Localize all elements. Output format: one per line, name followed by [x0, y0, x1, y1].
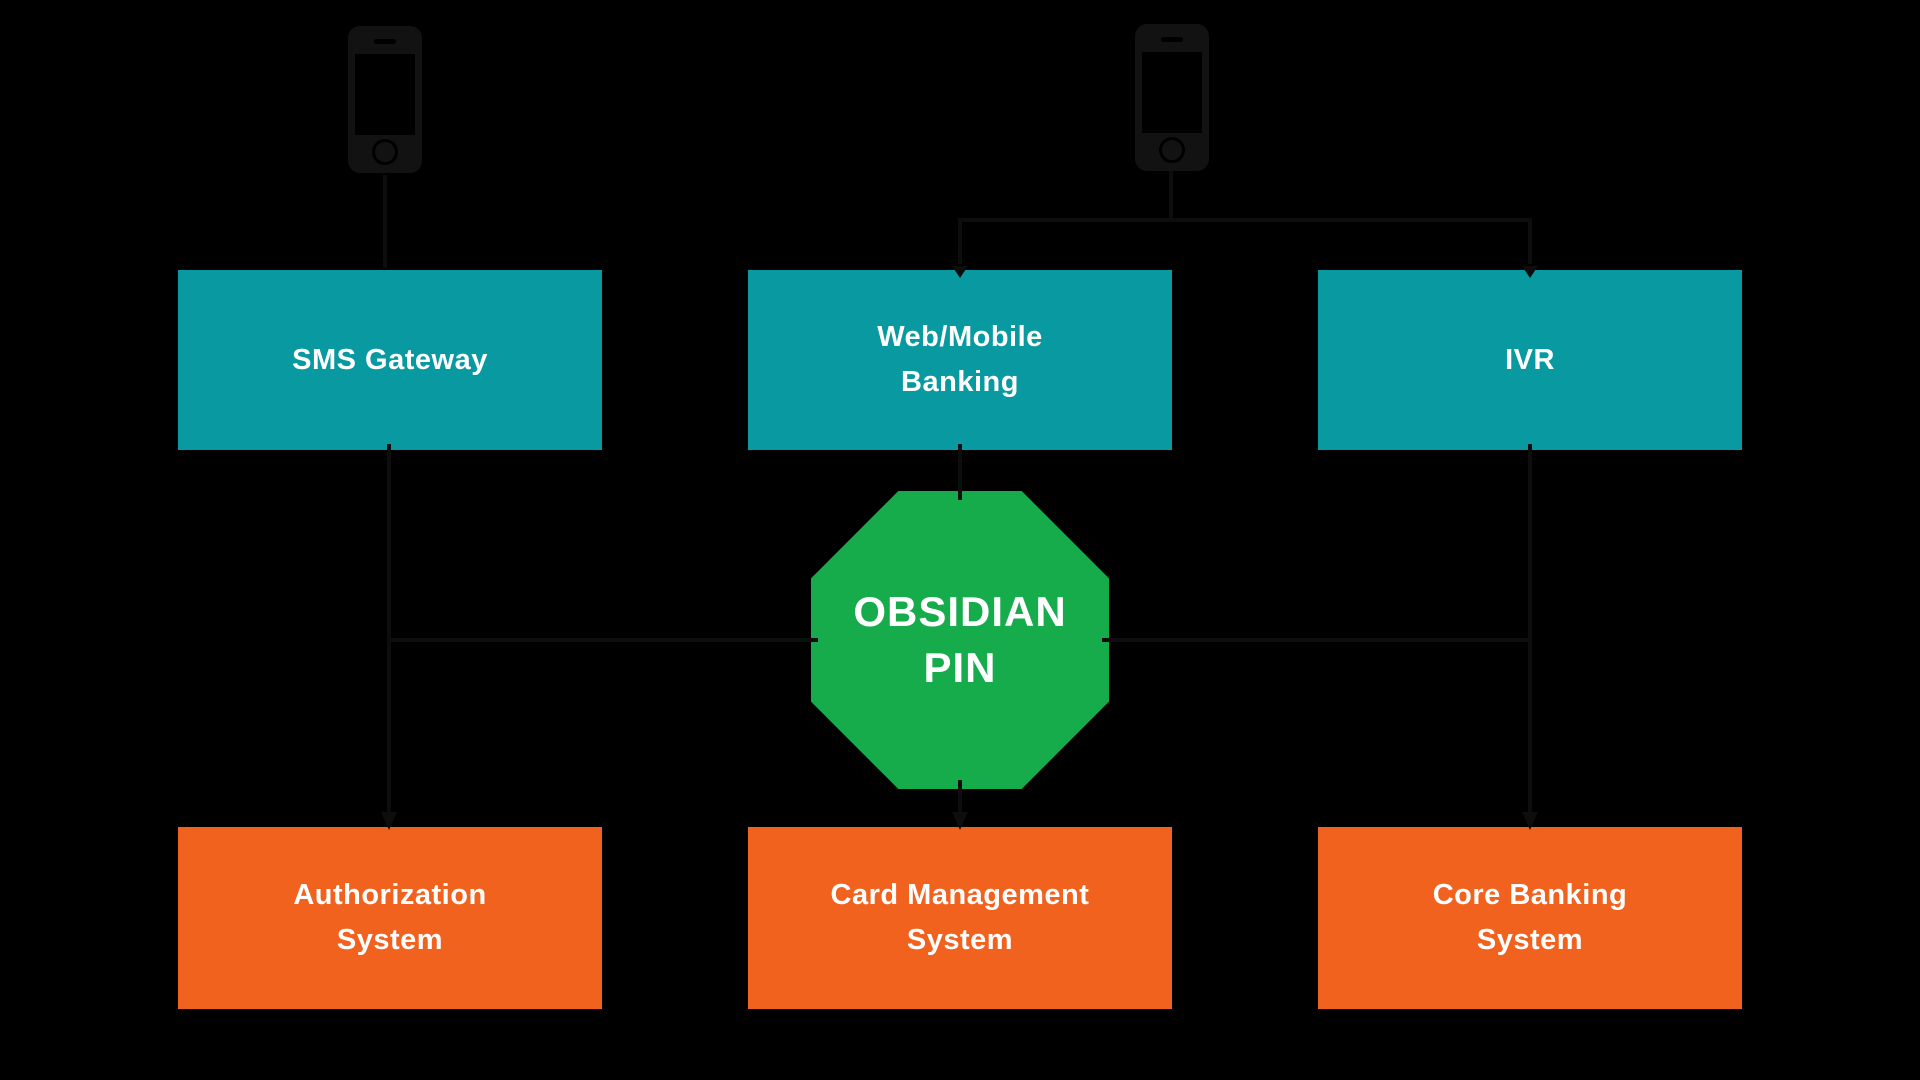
- node-authorization-system: Authorization System: [178, 827, 602, 1009]
- node-label: System: [1476, 924, 1584, 956]
- node-web-mobile-banking: Web/Mobile Banking: [748, 270, 1172, 450]
- smartphone-icon: [348, 26, 422, 173]
- node-label: Web/Mobile: [877, 321, 1043, 353]
- phone-screen: [1142, 52, 1202, 133]
- node-label: Core Banking: [1432, 879, 1628, 911]
- phone-speaker: [1161, 37, 1183, 42]
- node-label: Authorization: [293, 879, 487, 911]
- phone-home-button: [372, 139, 398, 165]
- smartphone-icon: [1135, 24, 1209, 171]
- connector-phone-ivr: [1169, 171, 1532, 264]
- node-core-banking-system: Core Banking System: [1318, 827, 1742, 1009]
- hub-label: PIN: [923, 644, 997, 691]
- node-label: System: [906, 924, 1014, 956]
- connector-phone-webmobile: [958, 171, 1173, 264]
- node-label: Banking: [901, 366, 1019, 398]
- phone-speaker: [374, 39, 396, 44]
- node-label: IVR: [1505, 343, 1555, 376]
- node-card-management-system: Card Management System: [748, 827, 1172, 1009]
- node-sms-gateway: SMS Gateway: [178, 270, 602, 450]
- node-ivr: IVR: [1318, 270, 1742, 450]
- node-label: SMS Gateway: [292, 343, 488, 376]
- node-obsidian-pin: OBSIDIAN PIN: [811, 491, 1109, 789]
- node-label: System: [336, 924, 444, 956]
- phone-screen: [355, 54, 415, 135]
- node-label: Card Management: [830, 879, 1090, 911]
- hub-label: OBSIDIAN: [853, 588, 1067, 635]
- phone-home-button: [1159, 137, 1185, 163]
